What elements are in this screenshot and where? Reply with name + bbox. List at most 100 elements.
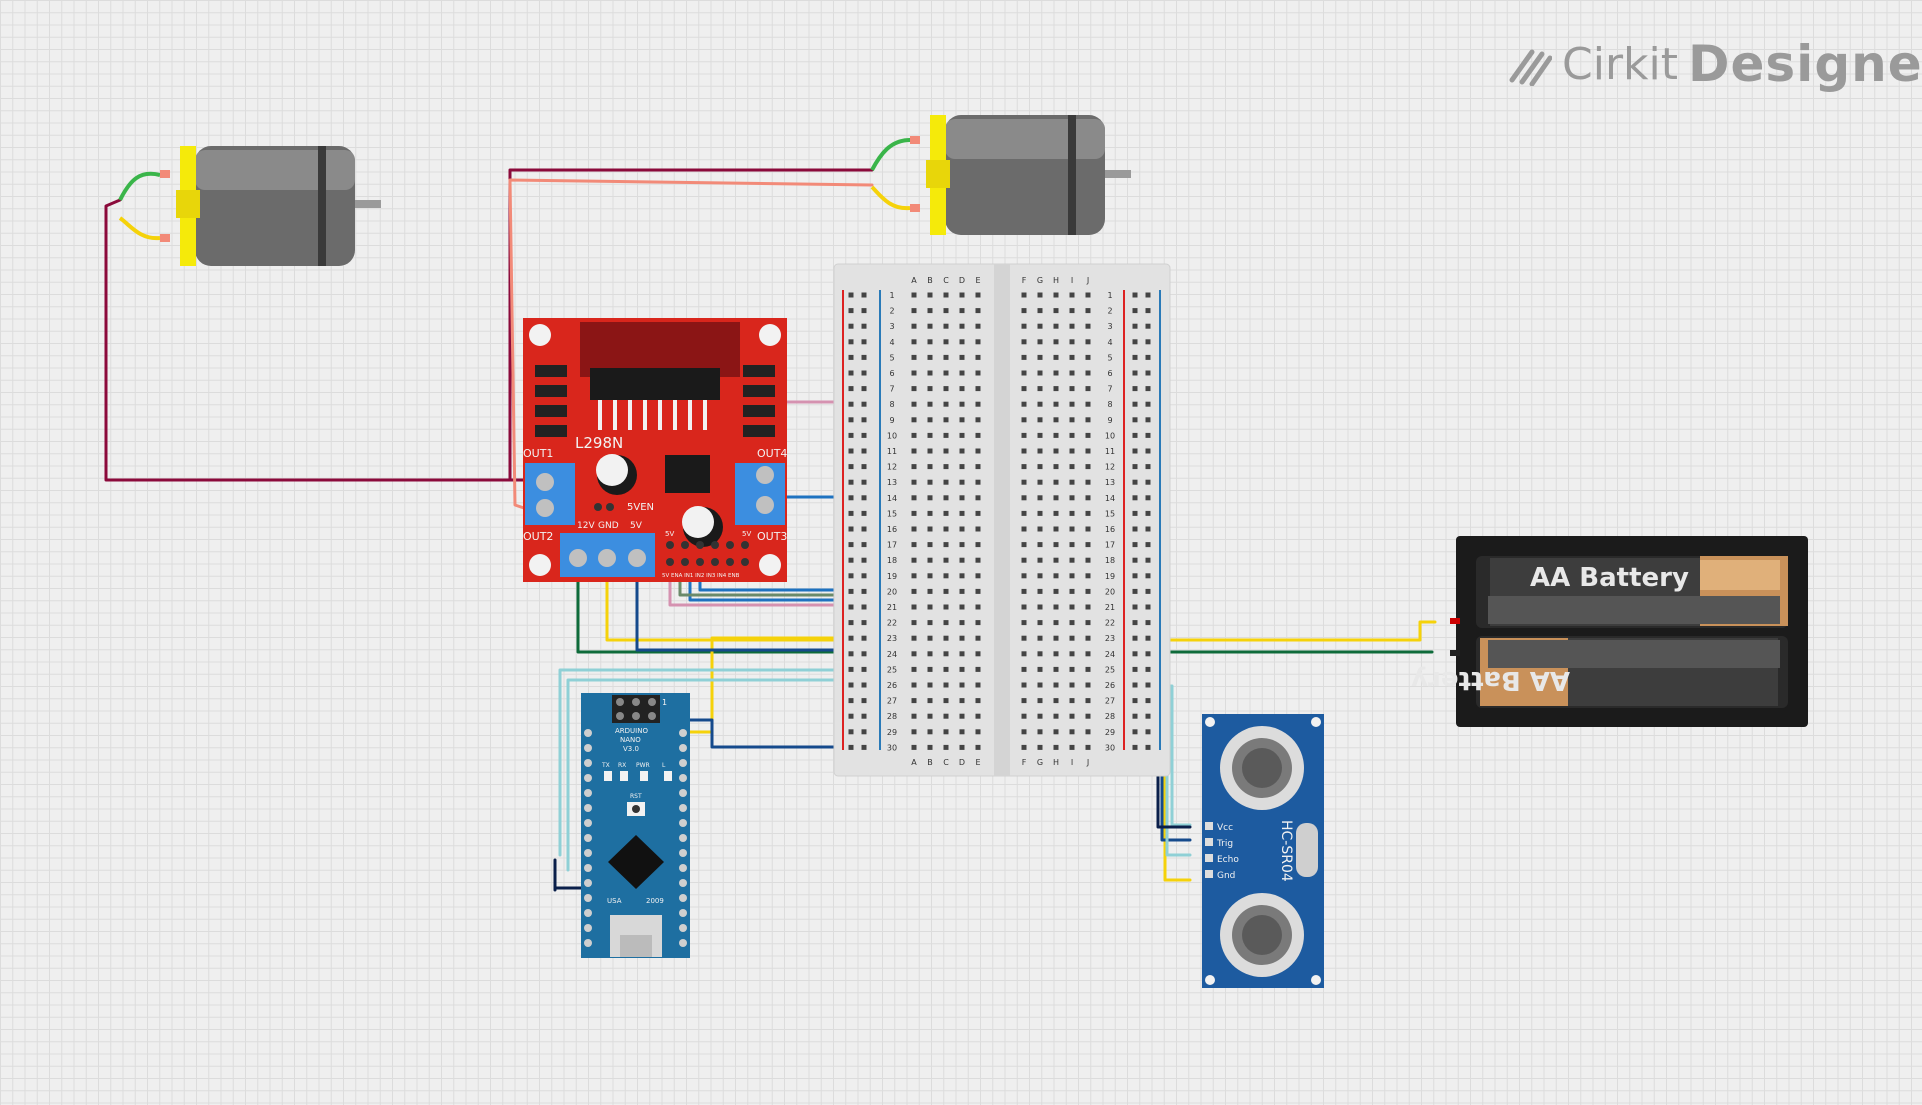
nano-pin-right[interactable] [679, 909, 687, 917]
nano-pin-left[interactable] [584, 894, 592, 902]
nano-pin-left[interactable] [584, 729, 592, 737]
brand-word-cirkit: Cirkit [1562, 38, 1678, 90]
nano-pin-right[interactable] [679, 879, 687, 887]
nano-pin-left[interactable] [584, 804, 592, 812]
nano-pin-left[interactable] [584, 939, 592, 947]
nano-pin-right[interactable] [679, 849, 687, 857]
nano-pin-right[interactable] [679, 759, 687, 767]
row-number-left: 7 [889, 385, 894, 394]
label-out1: OUT1 [523, 447, 553, 460]
hc-sr04-sensor[interactable]: HC-SR04 Vcc Trig Echo Gnd [1202, 714, 1324, 988]
sensor-pin-vcc: Vcc [1217, 823, 1233, 833]
row-number-left: 4 [889, 338, 894, 347]
row-number-right: 26 [1105, 681, 1115, 690]
nano-pin-right[interactable] [679, 864, 687, 872]
nano-pin-left[interactable] [584, 879, 592, 887]
column-label-h: H [1053, 276, 1059, 285]
column-label-h: H [1053, 758, 1059, 767]
nano-led-rx: RX [618, 762, 626, 769]
row-number-left: 18 [887, 556, 897, 565]
nano-pin-right[interactable] [679, 819, 687, 827]
label-pin-5v-b: 5V [742, 530, 751, 538]
row-number-right: 2 [1107, 307, 1112, 316]
nano-pin-right[interactable] [679, 789, 687, 797]
row-number-left: 24 [887, 650, 897, 659]
motor-shaft [355, 200, 381, 208]
nano-pin-left[interactable] [584, 819, 592, 827]
nano-pin-right[interactable] [679, 924, 687, 932]
nano-led-l: L [662, 762, 666, 769]
column-label-g: G [1037, 758, 1043, 767]
wire-motor-left-out1[interactable] [104, 198, 532, 482]
nano-pin-right[interactable] [679, 804, 687, 812]
row-number-right: 29 [1105, 728, 1115, 737]
row-number-left: 14 [887, 494, 897, 503]
column-label-c: C [943, 758, 949, 767]
nano-pin-left[interactable] [584, 909, 592, 917]
nano-pin-left[interactable] [584, 744, 592, 752]
sensor-pin-trig: Trig [1216, 839, 1233, 849]
cirkit-slashes-icon [1509, 49, 1552, 86]
nano-pin-left[interactable] [584, 834, 592, 842]
brand-word-designer: Designer [1688, 35, 1922, 93]
row-number-left: 10 [887, 431, 897, 440]
l298n-motor-driver[interactable]: L298N OUT1 OUT2 OUT3 OUT4 12V GND 5V 5VE… [523, 318, 787, 582]
label-pin-5v: 5V [665, 530, 674, 538]
row-number-right: 18 [1105, 556, 1115, 565]
nano-name1: ARDUINO [615, 727, 648, 735]
label-gnd: GND [598, 521, 619, 531]
nano-pin-left[interactable] [584, 759, 592, 767]
wire-darknavy[interactable] [553, 858, 592, 892]
label-out3: OUT3 [757, 530, 787, 543]
nano-pin-left[interactable] [584, 924, 592, 932]
row-number-right: 23 [1105, 634, 1115, 643]
row-number-right: 20 [1105, 587, 1115, 596]
battery-cell1-label: AA Battery [1530, 563, 1689, 593]
row-number-left: 12 [887, 463, 897, 472]
nano-pin-right[interactable] [679, 729, 687, 737]
dc-motor-left[interactable] [118, 146, 381, 266]
row-number-right: 13 [1105, 478, 1115, 487]
row-number-right: 12 [1105, 463, 1115, 472]
arduino-nano[interactable]: 1 ARDUINO NANO V3.0 TX RX PWR L RST USA … [581, 693, 690, 958]
nano-pin-left[interactable] [584, 774, 592, 782]
row-number-left: 26 [887, 681, 897, 690]
row-number-right: 5 [1107, 353, 1112, 362]
nano-pin-right[interactable] [679, 894, 687, 902]
nano-year: 2009 [646, 897, 664, 905]
label-5v: 5V [630, 521, 643, 531]
sensor-model: HC-SR04 [1278, 820, 1294, 882]
wire-out2-motor-right[interactable] [508, 178, 874, 512]
driver-title: L298N [575, 434, 623, 452]
nano-pins [584, 729, 687, 947]
breadboard-holes [848, 292, 1151, 750]
row-number-left: 29 [887, 728, 897, 737]
row-number-right: 4 [1107, 338, 1112, 347]
label-out2: OUT2 [523, 530, 553, 543]
nano-usa: USA [607, 897, 622, 905]
row-number-right: 22 [1105, 619, 1115, 628]
nano-pin-right[interactable] [679, 744, 687, 752]
aa-battery-pack[interactable]: AA Battery AA Battery [1411, 536, 1808, 727]
nano-name2: NANO [620, 736, 641, 744]
row-number-right: 17 [1105, 541, 1115, 550]
dc-motor-right[interactable] [870, 115, 1131, 235]
label-5ven: 5VEN [627, 502, 654, 513]
label-in-pins: 5V ENA IN1 IN2 IN3 IN4 ENB [662, 573, 740, 579]
row-number-right: 24 [1105, 650, 1115, 659]
row-number-left: 13 [887, 478, 897, 487]
row-number-left: 6 [889, 369, 894, 378]
nano-pin-left[interactable] [584, 789, 592, 797]
nano-pin-right[interactable] [679, 939, 687, 947]
nano-pin-right[interactable] [679, 774, 687, 782]
nano-pin-left[interactable] [584, 864, 592, 872]
column-label-c: C [943, 276, 949, 285]
row-number-right: 3 [1107, 322, 1112, 331]
nano-pin-left[interactable] [584, 849, 592, 857]
nano-pin-right[interactable] [679, 834, 687, 842]
row-number-left: 11 [887, 447, 897, 456]
column-label-b: B [927, 758, 933, 767]
wire-gnd-battery[interactable] [605, 558, 1437, 642]
